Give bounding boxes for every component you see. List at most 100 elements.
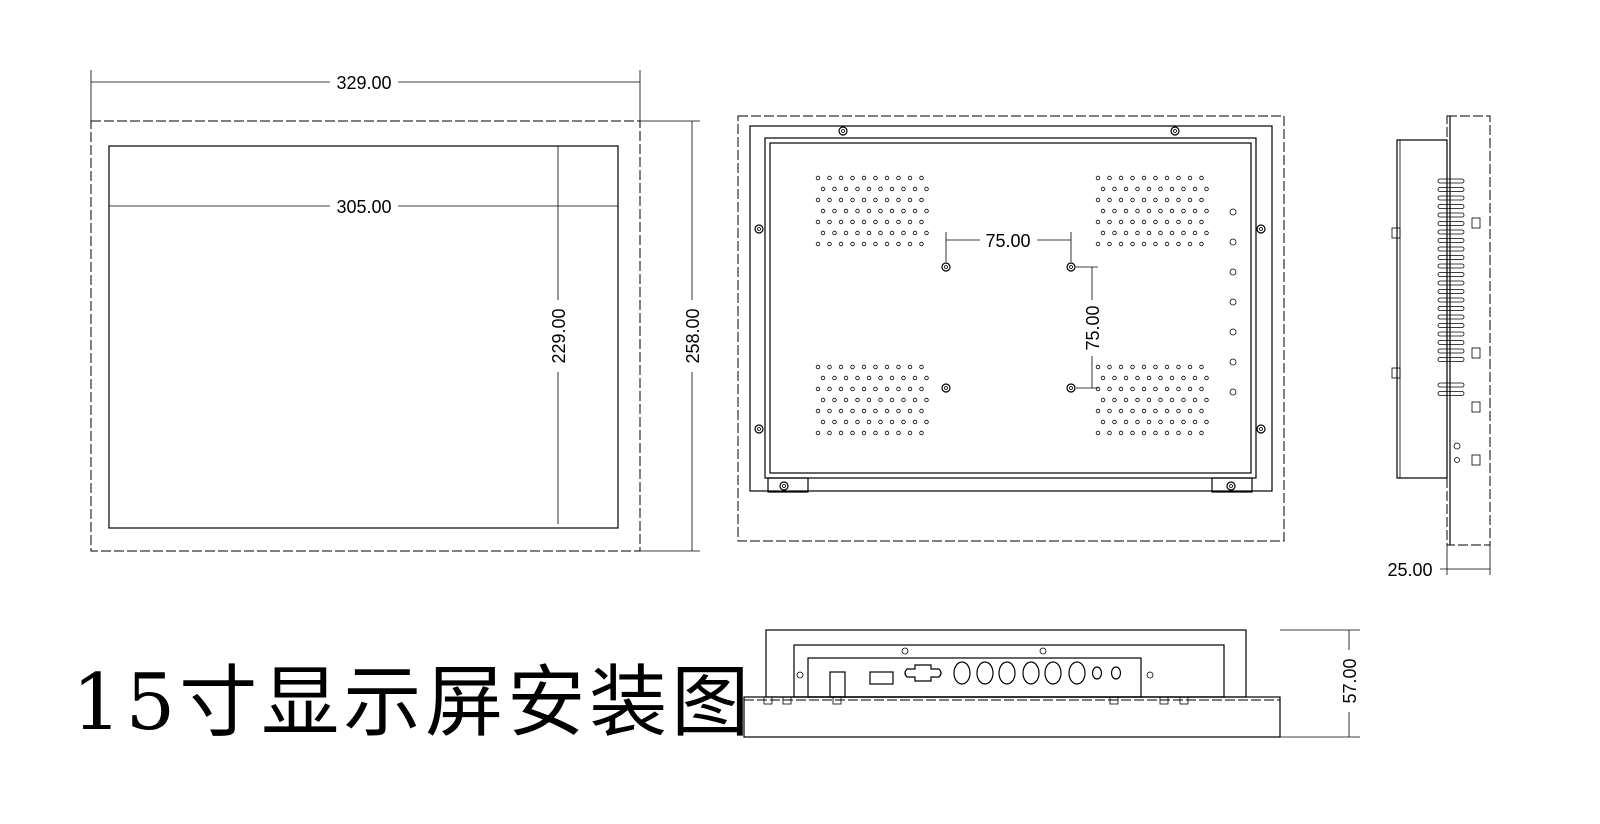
vent-hole	[1176, 197, 1181, 203]
vent-hole	[924, 419, 929, 425]
vent-hole	[820, 208, 826, 214]
vent-hole	[1169, 186, 1175, 192]
vent-hole	[1176, 408, 1181, 414]
side-view: 25.00	[1387, 115, 1491, 580]
screw-center	[1069, 386, 1073, 390]
vent-hole	[1199, 408, 1204, 414]
vent-hole	[1176, 241, 1181, 247]
vent-hole	[878, 230, 883, 236]
vent-hole	[1187, 175, 1193, 181]
vent-hole	[924, 230, 929, 236]
vent-slot	[1437, 212, 1465, 218]
power-connector	[829, 671, 846, 698]
vent-hole	[1204, 419, 1209, 425]
vent-slot	[1437, 382, 1465, 388]
vent-hole	[1130, 386, 1135, 392]
screw-center	[944, 265, 948, 269]
vent-hole	[1181, 397, 1186, 403]
vent-hole	[1095, 241, 1101, 247]
vent-hole	[1146, 208, 1152, 214]
vent-hole	[815, 386, 821, 392]
vent-hole	[919, 197, 924, 203]
av-connector	[998, 661, 1016, 685]
vent-hole	[1181, 208, 1186, 214]
vent-hole	[919, 364, 924, 370]
screw-center	[757, 427, 761, 431]
vent-hole	[1135, 208, 1140, 214]
vent-slot	[1437, 297, 1465, 303]
vent-hole	[1118, 219, 1124, 225]
vent-slot	[1437, 323, 1465, 328]
rear-box	[765, 629, 1247, 698]
vent-hole	[889, 208, 895, 214]
vent-hole	[1112, 419, 1117, 425]
vent-hole	[866, 186, 872, 192]
vent-hole	[850, 386, 855, 392]
indicator-hole	[1229, 388, 1237, 396]
vent-hole	[896, 241, 901, 247]
vent-hole	[1141, 408, 1147, 414]
vent-hole	[843, 186, 849, 192]
vent-hole	[907, 197, 913, 203]
vent-slot	[1437, 357, 1465, 362]
vent-hole	[1118, 241, 1124, 247]
screw-icon	[1146, 671, 1154, 679]
vent-hole	[1158, 375, 1163, 381]
vent-hole	[1100, 397, 1106, 403]
vent-hole	[912, 208, 918, 214]
vent-hole	[919, 430, 924, 436]
vent-hole	[1100, 186, 1106, 192]
vent-hole	[843, 230, 849, 236]
vent-hole	[1107, 364, 1112, 370]
vent-hole	[912, 230, 918, 236]
mount-tab	[1109, 696, 1119, 705]
indicator-hole	[1229, 238, 1237, 246]
vent-hole	[1095, 430, 1101, 436]
vent-hole	[820, 230, 826, 236]
vent-slot	[1437, 187, 1465, 192]
vent-hole	[1130, 430, 1135, 436]
av-connector	[1022, 661, 1040, 685]
vent-hole	[901, 186, 906, 192]
vent-hole	[1153, 241, 1158, 247]
screw-icon	[1170, 126, 1180, 136]
mount-tab	[1179, 696, 1189, 705]
vent-hole	[1130, 219, 1135, 225]
vent-hole	[919, 386, 924, 392]
vent-hole	[1158, 186, 1163, 192]
vent-hole	[1164, 197, 1170, 203]
bottom-view: 57.00	[743, 629, 1360, 738]
vent-hole	[1187, 430, 1193, 436]
vent-slot	[1437, 178, 1465, 184]
vent-hole	[1135, 230, 1140, 236]
vent-hole	[1204, 397, 1209, 403]
vent-hole	[1118, 175, 1124, 181]
vent-hole	[1153, 430, 1158, 436]
vent-hole	[1135, 186, 1140, 192]
vent-hole	[1199, 364, 1204, 370]
side-body	[1396, 139, 1448, 479]
vent-hole	[912, 375, 918, 381]
vent-hole	[855, 230, 860, 236]
vent-hole	[1141, 219, 1147, 225]
vent-hole	[884, 430, 890, 436]
vent-hole	[832, 375, 837, 381]
vent-hole	[884, 219, 890, 225]
vent-hole	[1199, 175, 1204, 181]
vent-hole	[861, 241, 867, 247]
vent-hole	[815, 175, 821, 181]
vent-hole	[838, 175, 844, 181]
vent-hole	[878, 208, 883, 214]
vent-hole	[1118, 197, 1124, 203]
vent-hole	[884, 197, 890, 203]
vent-hole	[1164, 219, 1170, 225]
vent-hole	[901, 230, 906, 236]
vent-hole	[1158, 419, 1163, 425]
vent-hole	[820, 419, 826, 425]
vent-hole	[1095, 408, 1101, 414]
usb-connector	[869, 671, 894, 685]
vent-hole	[1199, 386, 1204, 392]
vent-hole	[884, 364, 890, 370]
vent-hole	[1199, 219, 1204, 225]
vent-hole	[878, 186, 883, 192]
